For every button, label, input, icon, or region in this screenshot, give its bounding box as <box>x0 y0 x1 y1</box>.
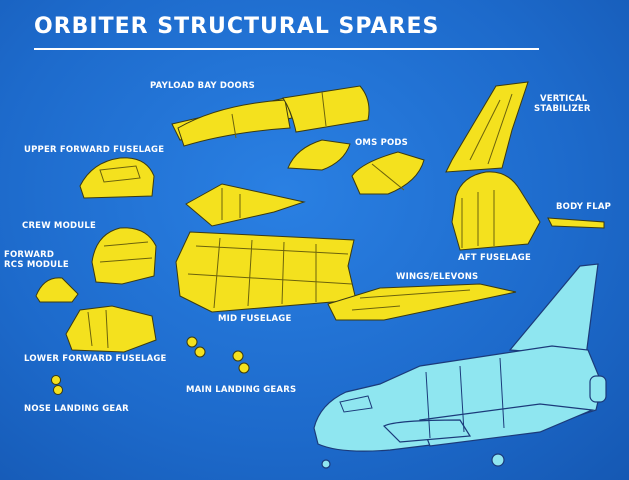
label-forward-rcs-line1: FORWARD <box>4 250 55 260</box>
label-vertical-stabilizer-line2: STABILIZER <box>534 104 591 114</box>
title-underline <box>34 48 539 50</box>
nose-landing-gear-part <box>51 375 63 395</box>
main-landing-gears-part <box>186 336 250 374</box>
label-mid-fuselage: MID FUSELAGE <box>218 314 292 324</box>
payload-bay-doors-part <box>171 85 370 147</box>
label-crew-module: CREW MODULE <box>22 221 96 231</box>
label-aft-fuselage: AFT FUSELAGE <box>458 253 531 263</box>
label-upper-forward-fuselage: UPPER FORWARD FUSELAGE <box>24 145 165 155</box>
label-lower-forward-fuselage: LOWER FORWARD FUSELAGE <box>24 354 167 364</box>
upper-forward-fuselage-part <box>79 157 155 199</box>
lower-forward-fuselage-part <box>65 305 157 353</box>
page-title: ORBITER STRUCTURAL SPARES <box>34 14 440 39</box>
oms-pods-part <box>287 139 425 195</box>
label-vertical-stabilizer-line1: VERTICAL <box>540 94 588 104</box>
label-main-landing-gears: MAIN LANDING GEARS <box>186 385 297 395</box>
mid-fuselage-part <box>175 231 357 313</box>
label-body-flap: BODY FLAP <box>556 202 612 212</box>
label-nose-landing-gear: NOSE LANDING GEAR <box>24 404 129 414</box>
wings-elevons-part <box>327 283 517 321</box>
vertical-stabilizer-part <box>445 81 529 173</box>
orbiter-illustration <box>313 263 607 469</box>
label-oms-pods: OMS PODS <box>355 138 408 148</box>
aft-fuselage-part <box>451 171 541 251</box>
crew-module-part <box>91 227 157 285</box>
label-payload-bay-doors: PAYLOAD BAY DOORS <box>150 81 256 91</box>
fuselage-wedge-part <box>185 183 306 227</box>
label-forward-rcs-line2: RCS MODULE <box>4 260 69 270</box>
label-wings-elevons: WINGS/ELEVONS <box>396 272 479 282</box>
body-flap-part <box>547 217 605 229</box>
forward-rcs-module-part <box>35 277 79 303</box>
